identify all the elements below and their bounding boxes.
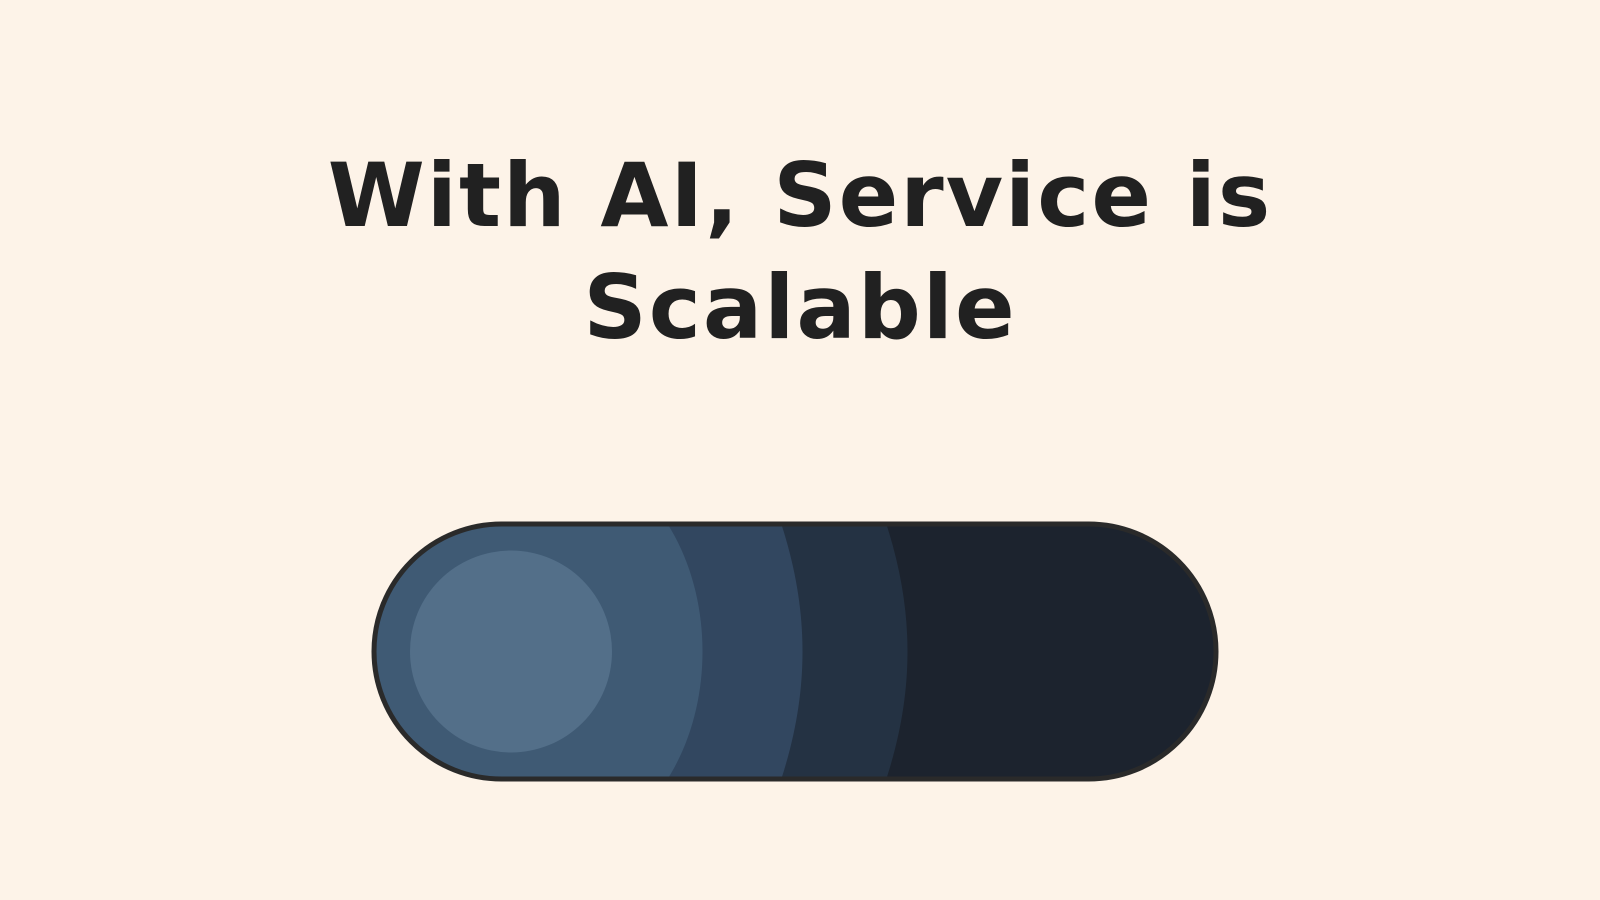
headline-line-2: Scalable bbox=[583, 256, 1017, 359]
slider-track-border bbox=[371, 521, 1219, 782]
slider-knob[interactable] bbox=[410, 550, 612, 753]
scale-slider[interactable] bbox=[370, 520, 1220, 783]
headline: With AI, Service is Scalable bbox=[0, 140, 1600, 364]
slider-graphic bbox=[371, 521, 1219, 782]
headline-line-1: With AI, Service is bbox=[327, 144, 1273, 247]
